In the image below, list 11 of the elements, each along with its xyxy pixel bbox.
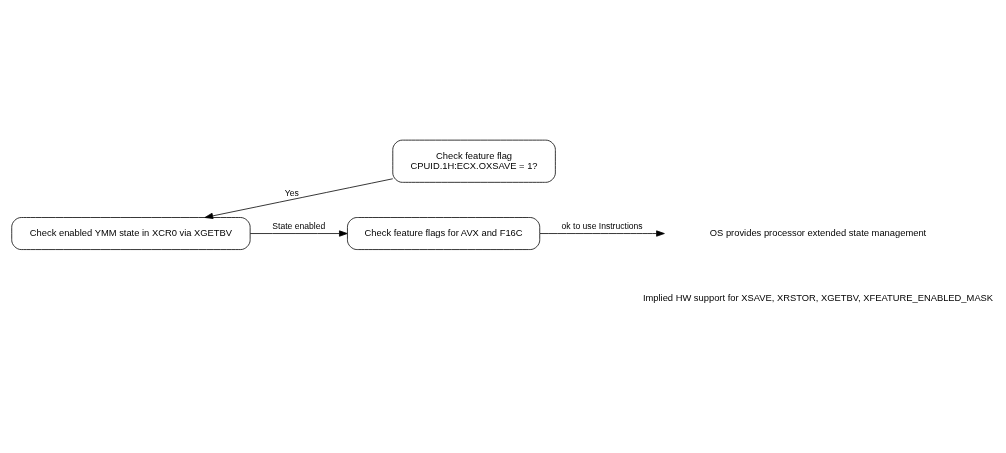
arrow: [204, 178, 394, 219]
label: Implied HW support for XSAVE, XRSTOR, XGETBV, XFEATURE_ENABLED_MASK: [642, 293, 994, 304]
node-box: Check enabled YMM state in XCR0 via XGETBV: [11, 217, 251, 250]
edge-label: Yes: [284, 187, 299, 198]
arrow: [539, 230, 665, 237]
node-box: Check feature flag CPUID.1H:ECX.OXSAVE = 1?: [392, 139, 556, 183]
edge-label: ok to use Instructions: [561, 220, 643, 231]
node-box: Check feature flags for AVX and F16C: [347, 217, 541, 250]
edge-label: State enabled: [272, 220, 326, 231]
arrow: [249, 230, 348, 237]
label: OS provides processor extended state management: [709, 227, 927, 238]
